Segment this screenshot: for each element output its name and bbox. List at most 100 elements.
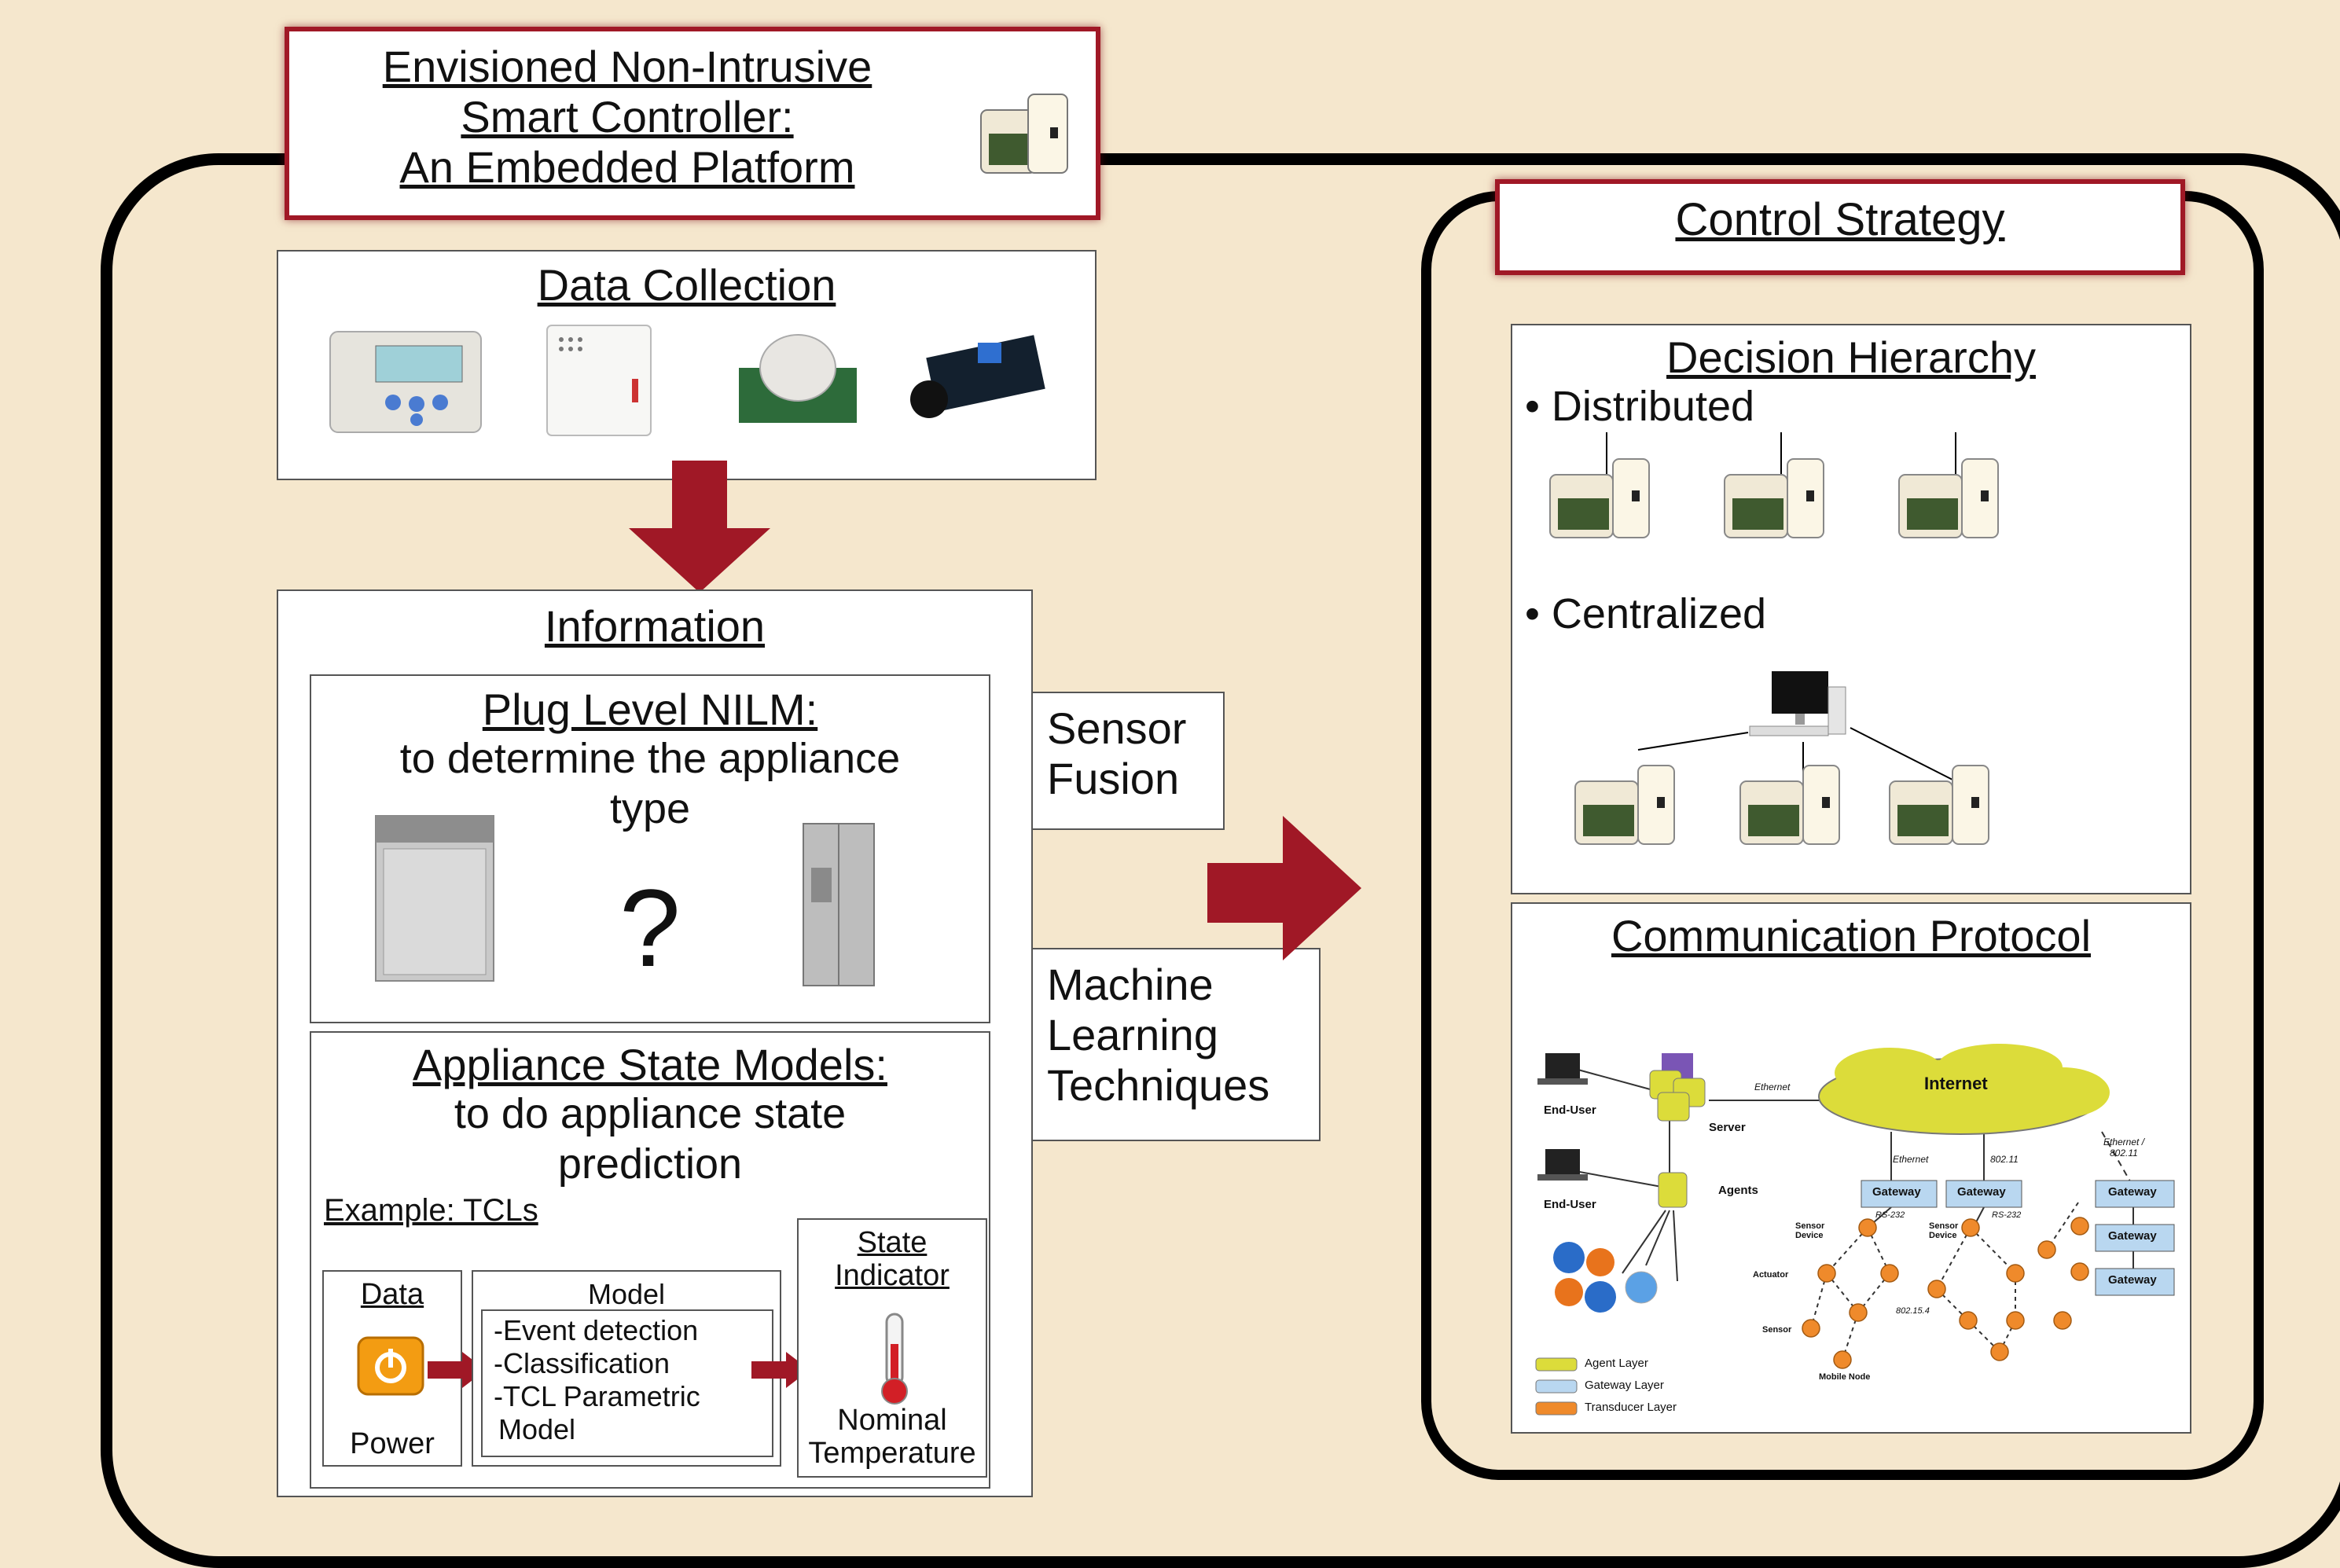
arrow-data-model <box>428 1352 486 1388</box>
browser-icon <box>1555 1278 1583 1306</box>
data-logger-icon <box>546 325 652 436</box>
title-line-1: Envisioned Non-Intrusive <box>382 42 872 91</box>
unknown-appliance-mark: ? <box>619 866 681 990</box>
arrow-model-state <box>751 1352 810 1388</box>
centralized-label: • Centralized <box>1525 590 1767 637</box>
machine-learning-line-1: Machine <box>1047 960 1214 1009</box>
agents-icon <box>1658 1172 1688 1208</box>
machine-learning-line-2: Learning <box>1047 1010 1218 1059</box>
model-item-4: Model <box>498 1413 576 1445</box>
refrigerator-icon <box>803 823 875 986</box>
title-line-2: Smart Controller: <box>461 92 794 141</box>
controller-icon <box>1889 765 1989 845</box>
server-icon <box>1649 1053 1706 1122</box>
title-line-3: An Embedded Platform <box>399 142 855 192</box>
machine-learning-line-3: Techniques <box>1047 1060 1270 1110</box>
machine-learning-box: Machine Learning Techniques <box>1031 948 1321 1141</box>
ethernet-label-2: Ethernet <box>1893 1154 1929 1165</box>
data-collection-title: Data Collection <box>537 260 836 310</box>
plug-nilm-title: Plug Level NILM: <box>482 685 818 734</box>
control-strategy-title: Control Strategy <box>1675 194 2005 245</box>
sensor-device-label-2a: Sensor <box>1929 1221 1959 1231</box>
energy-meter-icon <box>329 331 482 433</box>
ethernet-label-3b: 802.11 <box>2110 1148 2138 1159</box>
laptop-icon <box>1537 1149 1588 1181</box>
nominal-line-2: Temperature <box>808 1437 976 1470</box>
browser-icon <box>1553 1242 1585 1273</box>
sensor-label: Sensor <box>1762 1325 1792 1335</box>
end-user-label-2: End-User <box>1544 1198 1596 1211</box>
legend-transducer-swatch <box>1535 1401 1578 1416</box>
sensor-fusion-line-1: Sensor <box>1047 703 1187 753</box>
example-label: Example: TCLs <box>324 1193 538 1228</box>
gateway-label-5: Gateway <box>2108 1273 2157 1287</box>
controller-icon <box>1739 765 1840 845</box>
gateway-box <box>1945 1180 2022 1208</box>
browser-icon <box>1625 1271 1658 1304</box>
gateway-label-2: Gateway <box>1957 1185 2006 1199</box>
model-item-1: -Event detection <box>494 1314 699 1346</box>
decision-hierarchy-title: Decision Hierarchy <box>1666 332 2036 382</box>
sound-sensor-icon <box>910 335 1045 418</box>
control-strategy-box: Control Strategy <box>1495 179 2185 275</box>
smart-controller-icon <box>980 94 1068 174</box>
dishwasher-icon <box>375 815 494 982</box>
legend-gateway-swatch <box>1535 1379 1578 1394</box>
laptop-icon <box>1537 1053 1588 1085</box>
internet-label: Internet <box>1924 1074 1988 1093</box>
gateway-label-3: Gateway <box>2108 1185 2157 1199</box>
motion-sensor-icon <box>739 334 857 423</box>
data-collection-panel: Data Collection <box>277 250 1097 480</box>
sensor-fusion-box: Sensor Fusion <box>1031 692 1225 830</box>
internet-cloud-icon <box>1818 1044 2110 1135</box>
state-models-line-2: prediction <box>557 1140 743 1188</box>
gateway-box <box>2095 1224 2175 1252</box>
model-box: Model -Event detection -Classification -… <box>472 1270 781 1467</box>
sensor-device-label-2b: Device <box>1929 1231 1957 1240</box>
rs232-label-1: RS-232 <box>1875 1210 1905 1220</box>
decision-graphics <box>1549 432 1999 845</box>
arrow-down <box>629 461 770 593</box>
model-label: Model <box>587 1278 666 1310</box>
decision-hierarchy-panel: Decision Hierarchy • Distributed • Centr… <box>1511 324 2191 894</box>
plug-nilm-line-2: type <box>609 785 691 832</box>
gateway-label-1: Gateway <box>1872 1185 1921 1199</box>
data-box: Data Power <box>322 1270 462 1467</box>
model-items: -Event detection -Classification -TCL Pa… <box>481 1309 773 1457</box>
legend-gateway-label: Gateway Layer <box>1585 1379 1664 1392</box>
w80211-label: 802.11 <box>1990 1154 2019 1165</box>
sensor-device-label-1a: Sensor <box>1795 1221 1825 1231</box>
ethernet-label-1: Ethernet <box>1754 1081 1791 1092</box>
end-user-label-1: End-User <box>1544 1103 1596 1117</box>
legend-agent-swatch <box>1535 1357 1578 1372</box>
state-models-line-1: to do appliance state <box>454 1090 847 1137</box>
sensor-fusion-line-2: Fusion <box>1047 754 1180 803</box>
server-label: Server <box>1709 1121 1746 1134</box>
thermometer-icon <box>881 1313 908 1405</box>
gateway-box <box>2095 1268 2175 1296</box>
data-label: Data <box>360 1278 424 1311</box>
nominal-line-1: Nominal <box>837 1404 947 1437</box>
model-item-2: -Classification <box>494 1347 670 1379</box>
state-indicator-line-2: Indicator <box>835 1259 950 1292</box>
state-indicator-line-1: State <box>857 1226 928 1259</box>
information-title: Information <box>544 601 766 651</box>
browser-icon <box>1586 1248 1614 1276</box>
power-icon <box>357 1336 424 1396</box>
communication-protocol-title: Communication Protocol <box>1611 911 2092 960</box>
zigbee-label: 802.15.4 <box>1896 1306 1930 1316</box>
controller-icon <box>1549 432 1650 538</box>
gateway-box <box>1861 1180 1938 1208</box>
network-diagram <box>1535 1044 2175 1416</box>
legend-transducer-label: Transducer Layer <box>1585 1401 1677 1414</box>
gateway-label-4: Gateway <box>2108 1229 2157 1243</box>
legend-agent-label: Agent Layer <box>1585 1357 1648 1370</box>
state-models-title: Appliance State Models: <box>413 1040 887 1089</box>
central-computer-icon <box>1749 671 1846 736</box>
controller-icon <box>1898 432 1999 538</box>
communication-protocol-panel: Communication Protocol <box>1511 902 2191 1434</box>
arrow-right <box>1207 816 1361 960</box>
browser-icon <box>1585 1281 1616 1313</box>
ethernet-label-3: Ethernet / <box>2103 1137 2145 1148</box>
state-indicator-box: State Indicator Nominal Temperature <box>797 1218 987 1478</box>
